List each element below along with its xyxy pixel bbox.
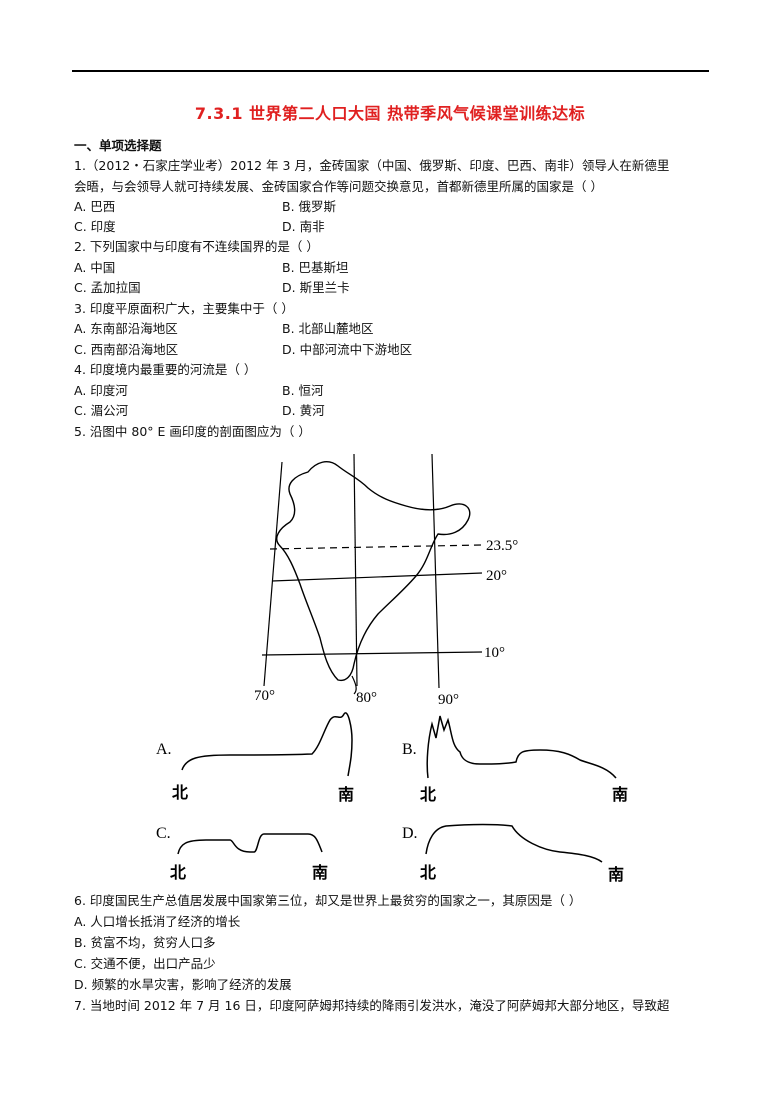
southern-tip-outline: [351, 675, 357, 695]
q1-option-c: C. 印度: [74, 219, 116, 234]
label-lat-23: 23.5°: [486, 538, 518, 554]
latitude-23-line: [269, 544, 483, 550]
longitude-70-line: [263, 461, 283, 687]
q2-option-a: A. 中国: [74, 260, 116, 275]
profile-a-south: 南: [338, 785, 354, 804]
latitude-20-line: [271, 572, 483, 582]
q6-option-d: D. 频繁的水旱灾害，影响了经济的发展: [74, 977, 292, 992]
profile-d-north: 北: [420, 863, 436, 882]
q6-stem: 6. 印度国民生产总值居发展中国家第三位，却又是世界上最贫穷的国家之一，其原因是…: [74, 893, 582, 908]
india-map-figure: 23.5° 20° 10° 70° 80° 90°: [254, 453, 518, 708]
profile-d-line: [425, 823, 603, 863]
profile-c-line: [177, 833, 323, 855]
q1-stem-line1: 1.（2012・石家庄学业考）2012 年 3 月，金砖国家（中国、俄罗斯、印度…: [74, 158, 670, 173]
q2-option-c: C. 孟加拉国: [74, 280, 141, 295]
q1-option-b: B. 俄罗斯: [282, 199, 337, 214]
profile-options-figure: A. 北 南 B. 北 南 C. 北 南 D. 北 南: [156, 712, 628, 884]
q4-option-a: A. 印度河: [74, 383, 128, 398]
q4-option-d: D. 黄河: [282, 403, 325, 418]
q4-option-c: C. 湄公河: [74, 403, 129, 418]
label-lon-70: 70°: [254, 688, 275, 704]
q1-option-a: A. 巴西: [74, 199, 116, 214]
label-lon-90: 90°: [438, 692, 459, 708]
q3-option-d: D. 中部河流中下游地区: [282, 342, 413, 357]
q3-option-c: C. 西南部沿海地区: [74, 342, 179, 357]
profile-a-line: [181, 712, 353, 777]
profile-b-line: [426, 715, 617, 779]
q1-option-d: D. 南非: [282, 219, 325, 234]
profile-d-letter: D.: [402, 825, 418, 842]
q3-stem: 3. 印度平原面积广大，主要集中于（ ）: [74, 301, 294, 316]
q6-option-c: C. 交通不便，出口产品少: [74, 956, 216, 971]
q2-option-d: D. 斯里兰卡: [282, 280, 350, 295]
top-rule: [72, 70, 709, 72]
q5-stem: 5. 沿图中 80° E 画印度的剖面图应为（ ）: [74, 424, 311, 439]
label-lat-20: 20°: [486, 568, 507, 584]
label-lon-80: 80°: [356, 690, 377, 706]
q1-stem-line2: 会晤，与会领导人就可持续发展、金砖国家合作等问题交换意见，首都新德里所属的国家是…: [74, 179, 603, 194]
label-lat-10: 10°: [484, 645, 505, 661]
profile-c-north: 北: [170, 863, 186, 882]
q2-stem: 2. 下列国家中与印度有不连续国界的是（ ）: [74, 239, 319, 254]
q3-option-b: B. 北部山麓地区: [282, 321, 374, 336]
profile-c-letter: C.: [156, 825, 171, 842]
page-title: 7.3.1 世界第二人口大国 热带季风气候课堂训练达标: [194, 104, 586, 123]
longitude-90-line: [431, 453, 440, 689]
profile-c-south: 南: [312, 863, 328, 882]
q6-option-a: A. 人口增长抵消了经济的增长: [74, 914, 241, 929]
q4-option-b: B. 恒河: [282, 383, 324, 398]
q2-option-b: B. 巴基斯坦: [282, 260, 349, 275]
profile-b-north: 北: [420, 785, 436, 804]
profile-b-letter: B.: [402, 741, 417, 758]
q3-option-a: A. 东南部沿海地区: [74, 321, 178, 336]
q7-stem: 7. 当地时间 2012 年 7 月 16 日，印度阿萨姆邦持续的降雨引发洪水，…: [74, 998, 670, 1013]
q6-option-b: B. 贫富不均，贫穷人口多: [74, 935, 216, 950]
profile-a-letter: A.: [156, 741, 172, 758]
profile-d-south: 南: [608, 865, 624, 884]
latitude-10-line: [261, 651, 483, 656]
q4-stem: 4. 印度境内最重要的河流是（ ）: [74, 362, 257, 377]
longitude-80-line: [353, 453, 358, 687]
section-heading: 一、单项选择题: [74, 138, 162, 153]
india-outline: [276, 461, 471, 682]
profile-a-north: 北: [172, 783, 188, 802]
profile-b-south: 南: [612, 785, 628, 804]
